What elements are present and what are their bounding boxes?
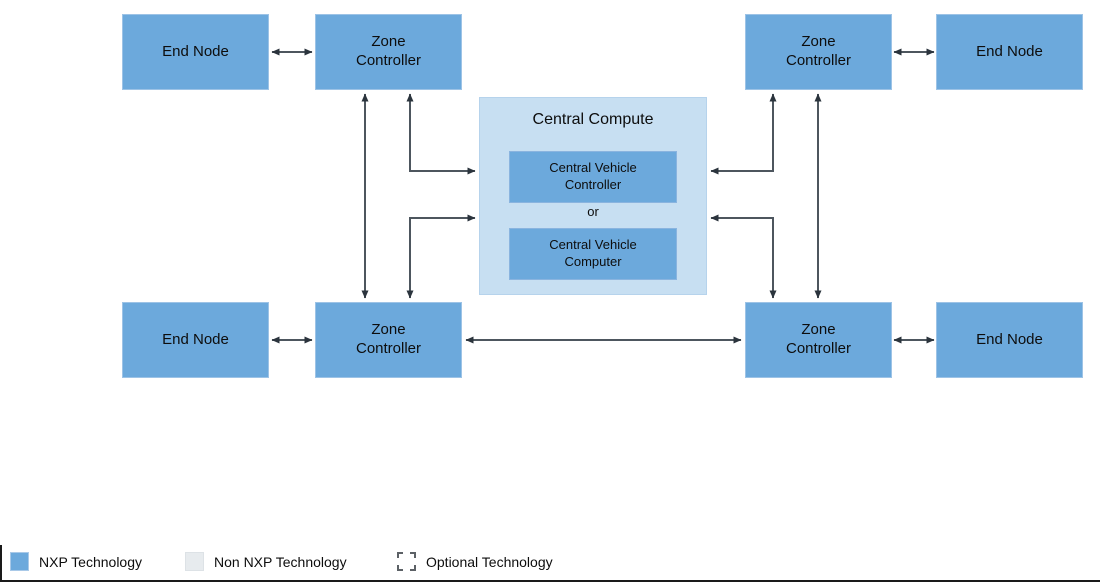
legend-item-non-nxp: Non NXP Technology bbox=[185, 552, 347, 571]
central-compute-title: Central Compute bbox=[532, 111, 654, 128]
legend-label: NXP Technology bbox=[39, 553, 142, 570]
non-nxp-swatch-icon bbox=[185, 552, 204, 571]
end-node-top-right: End Node bbox=[936, 14, 1083, 90]
node-label: End Node bbox=[162, 42, 229, 60]
nxp-swatch-icon bbox=[10, 552, 29, 571]
zone-controller-top-left: Zone Controller bbox=[315, 14, 462, 90]
bottom-rule bbox=[0, 580, 1100, 582]
legend-label: Optional Technology bbox=[426, 553, 553, 570]
central-compute-group: Central Compute Central Vehicle Controll… bbox=[479, 97, 707, 295]
node-label: End Node bbox=[976, 330, 1043, 348]
node-label: Zone Controller bbox=[355, 321, 422, 357]
end-node-bottom-left: End Node bbox=[122, 302, 269, 378]
or-separator: or bbox=[587, 204, 599, 219]
legend-item-nxp: NXP Technology bbox=[10, 552, 142, 571]
legend: NXP Technology Non NXP Technology Option… bbox=[0, 552, 1100, 574]
link-zone-top-right-to-central bbox=[710, 93, 777, 175]
node-label: Zone Controller bbox=[785, 321, 852, 357]
end-node-bottom-right: End Node bbox=[936, 302, 1083, 378]
link-zone-top-left-to-central bbox=[406, 93, 476, 175]
zone-controller-bottom-left: Zone Controller bbox=[315, 302, 462, 378]
left-edge-rule bbox=[0, 545, 2, 582]
legend-label: Non NXP Technology bbox=[214, 553, 347, 570]
node-label: Zone Controller bbox=[355, 33, 422, 69]
link-zone-bottom-right-to-central bbox=[710, 214, 777, 299]
option-label: Central Vehicle Controller bbox=[549, 160, 637, 192]
central-vehicle-controller-box: Central Vehicle Controller bbox=[509, 151, 677, 203]
central-vehicle-computer-box: Central Vehicle Computer bbox=[509, 228, 677, 280]
option-label: Central Vehicle Computer bbox=[549, 237, 637, 269]
zone-controller-top-right: Zone Controller bbox=[745, 14, 892, 90]
zone-controller-bottom-right: Zone Controller bbox=[745, 302, 892, 378]
legend-item-optional: Optional Technology bbox=[397, 552, 553, 571]
end-node-top-left: End Node bbox=[122, 14, 269, 90]
optional-swatch-icon bbox=[397, 552, 416, 571]
node-label: End Node bbox=[162, 330, 229, 348]
link-zone-bottom-left-to-central bbox=[406, 214, 476, 299]
node-label: Zone Controller bbox=[785, 33, 852, 69]
node-label: End Node bbox=[976, 42, 1043, 60]
